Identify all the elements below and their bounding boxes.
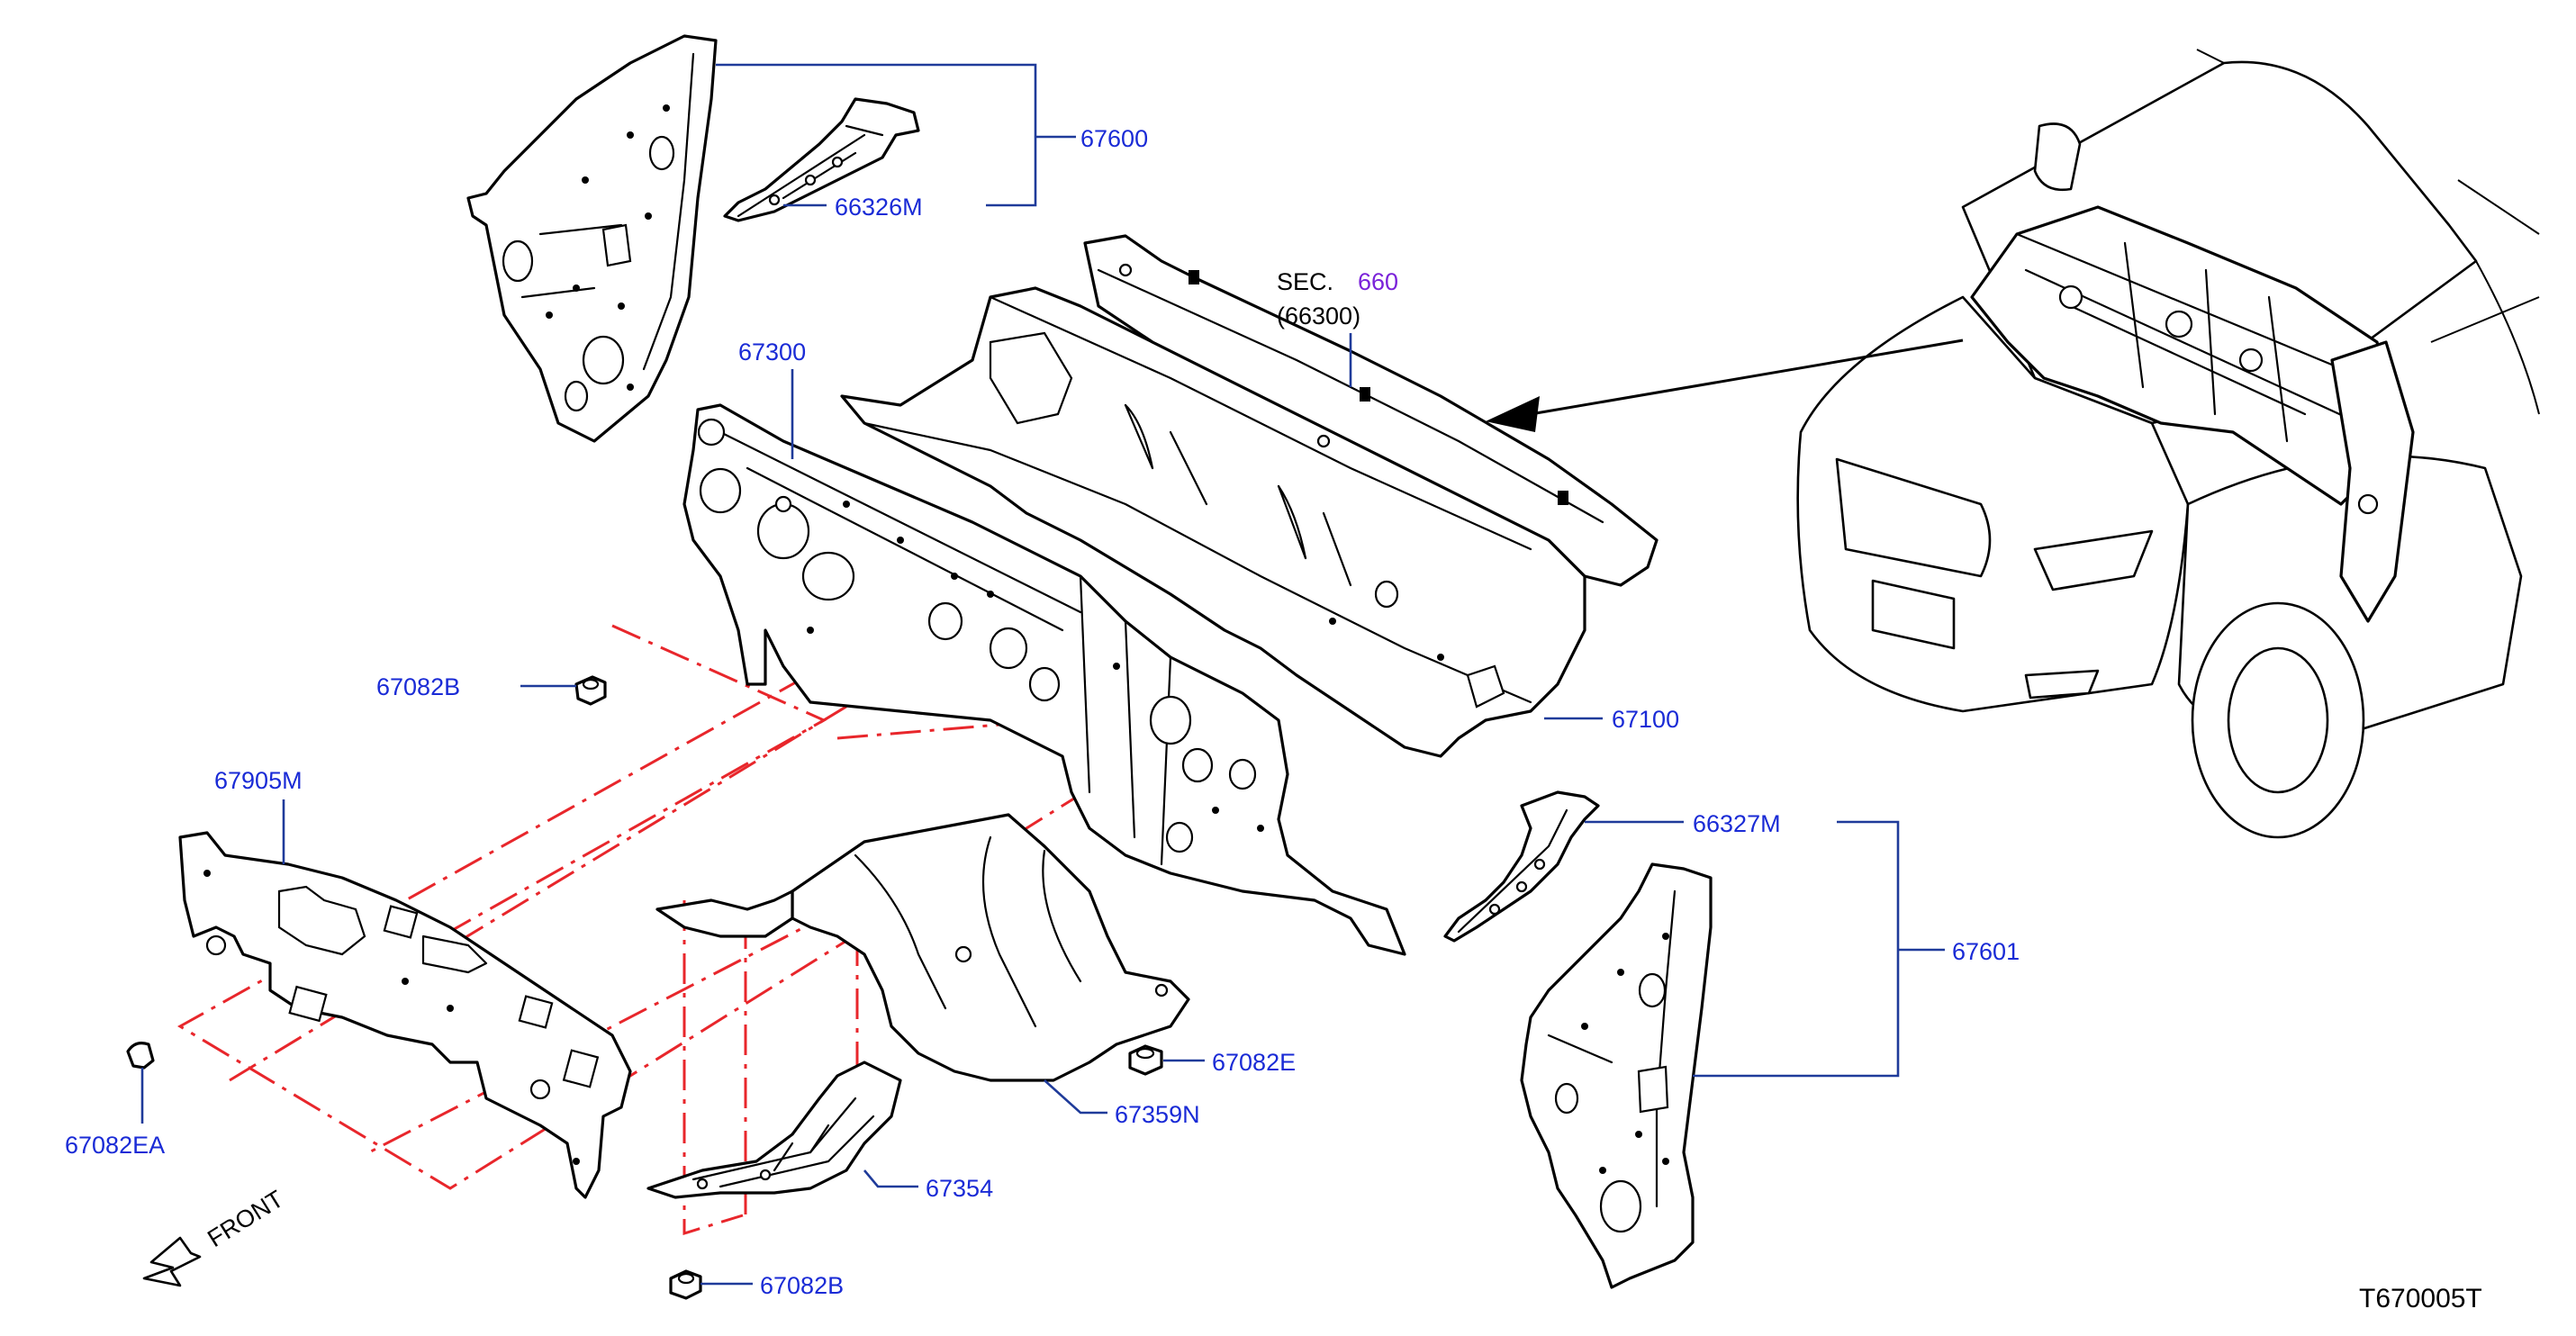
label-67300: 67300	[738, 339, 806, 366]
front-direction-arrow-icon	[142, 1236, 202, 1287]
label-67100: 67100	[1612, 706, 1679, 733]
part-67359N-insulator	[655, 813, 1190, 1082]
label-66327M: 66327M	[1693, 810, 1781, 837]
vehicle-inset-illustration	[1796, 49, 2540, 839]
front-label: FRONT	[203, 1185, 288, 1252]
diagram-code: T670005T	[2359, 1284, 2482, 1313]
part-66300-cowl-top-front	[1083, 234, 1659, 587]
label-66326M: 66326M	[835, 194, 923, 221]
leader-lines	[140, 63, 1945, 1286]
label-67082E: 67082E	[1212, 1049, 1296, 1076]
label-67359N: 67359N	[1115, 1101, 1200, 1128]
part-66327M-bracket-rh	[1443, 790, 1600, 943]
phantom-assembly-lines	[177, 597, 1099, 1236]
label-67082B-bottom: 67082B	[760, 1272, 844, 1299]
front-indicator: FRONT	[142, 1185, 288, 1287]
label-67905M: 67905M	[214, 767, 303, 794]
part-67600-side-panel-lh	[466, 34, 718, 443]
part-67300-dash-panel	[682, 403, 1406, 956]
part-66326M-bracket-lh	[723, 97, 920, 222]
label-67082EA: 67082EA	[65, 1132, 165, 1159]
label-sec-subpart: (66300)	[1277, 302, 1360, 329]
label-67082B-top: 67082B	[376, 673, 460, 700]
label-67354: 67354	[926, 1175, 993, 1202]
clip-67082E	[1128, 1044, 1163, 1076]
clip-67082B-top	[574, 675, 607, 706]
part-67354-insulator	[646, 1061, 902, 1199]
clip-67082B-bottom	[669, 1269, 702, 1300]
label-sec-number[interactable]: 660	[1358, 268, 1398, 295]
part-67100-cowl-top	[840, 286, 1586, 758]
label-67600: 67600	[1080, 125, 1148, 152]
label-67601: 67601	[1952, 938, 2020, 965]
part-67601-side-panel-rh	[1520, 862, 1713, 1289]
part-67905M-dash-insulator	[178, 831, 632, 1199]
label-sec-prefix: SEC.	[1277, 268, 1333, 295]
pointer-arrow	[1486, 339, 1964, 432]
clip-67082EA	[126, 1042, 155, 1070]
part-labels: 67600 66326M 67300 SEC. 660 (66300) 6710…	[65, 125, 2020, 1299]
